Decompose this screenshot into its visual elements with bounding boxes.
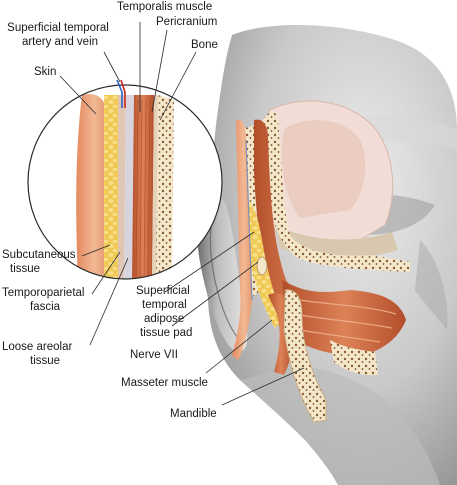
label-nerve-vii: Nerve VII	[130, 349, 178, 361]
label-loose-areolar-line1: Loose areolar	[2, 341, 73, 353]
leader-lines	[59, 22, 305, 406]
label-loose-areolar-line2: tissue	[30, 355, 61, 367]
label-subcutaneous-line2: tissue	[10, 263, 41, 275]
label-masseter-muscle: Masseter muscle	[121, 377, 208, 389]
label-temporoparietal-line1: Temporoparietal	[2, 287, 85, 299]
label-temporoparietal-line2: fascia	[30, 301, 61, 313]
label-bone: Bone	[191, 39, 218, 51]
label-fat-pad-line2: temporal	[142, 299, 187, 311]
label-subcutaneous-line1: Subcutaneous	[2, 249, 76, 261]
label-pericranium: Pericranium	[156, 16, 218, 28]
label-mandible: Mandible	[170, 408, 217, 420]
label-fat-pad-line1: Superficial	[136, 285, 190, 297]
label-temporalis-muscle: Temporalis muscle	[117, 1, 213, 13]
label-fat-pad-line3: adipose	[144, 313, 185, 325]
label-skin: Skin	[34, 66, 57, 78]
label-superficial-temporal-line2: artery and vein	[21, 36, 99, 48]
label-fat-pad-line4: tissue pad	[140, 327, 193, 339]
label-superficial-temporal-line1: Superficial temporal	[7, 22, 109, 34]
